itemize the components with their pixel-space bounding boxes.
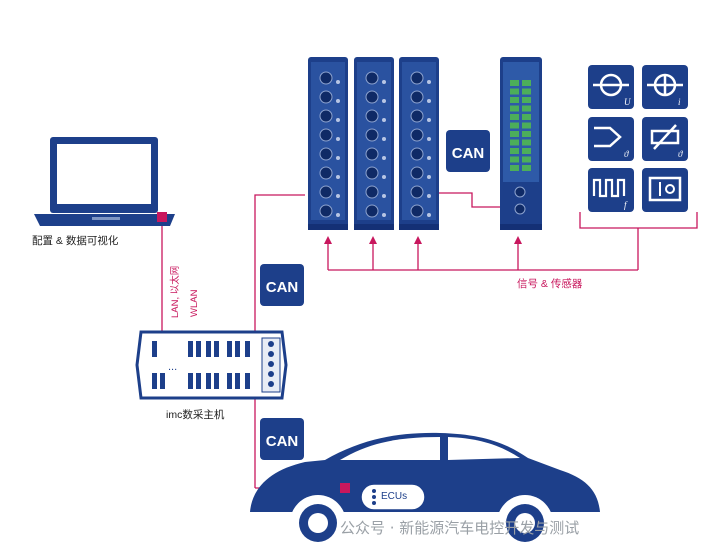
can-icon: CAN [446, 130, 490, 172]
ecu-badge [360, 483, 426, 511]
thermocouple-sensor-icon: ϑ [588, 117, 634, 161]
wlan-label: WLAN [189, 289, 200, 317]
imc-host: ... [135, 330, 288, 400]
svg-text:...: ... [168, 361, 177, 373]
lan-label: LAN, 以太网 [170, 265, 181, 318]
module-terminal-link [413, 192, 518, 208]
svg-text:CAN: CAN [266, 279, 299, 296]
car [250, 432, 600, 551]
car-port-icon [340, 483, 350, 493]
measurement-module [308, 57, 348, 230]
terminal-module [500, 57, 542, 230]
sensor-bracket [579, 212, 698, 229]
digital-io-sensor-icon [642, 168, 688, 212]
ecus-label: ECUs [381, 491, 408, 502]
signals-label: 信号 & 传感器 [517, 278, 583, 290]
rtd-sensor-icon: ϑ [642, 117, 688, 161]
svg-text:CAN: CAN [266, 433, 299, 450]
svg-text:U: U [624, 97, 631, 107]
current-sensor-icon: i [642, 65, 688, 109]
laptop [34, 137, 175, 226]
watermark: 公众号 · 新能源汽车电控开发与测试 [340, 519, 580, 537]
arrow-heads [324, 236, 522, 244]
can-icon: CAN [260, 418, 304, 460]
svg-text:ϑ: ϑ [624, 149, 629, 159]
measurement-module [399, 57, 439, 230]
laptop-label: 配置 & 数据可视化 [32, 235, 119, 247]
can-icons: CAN CAN CAN [260, 130, 490, 460]
can-icon: CAN [260, 264, 304, 306]
voltage-sensor-icon: U [588, 65, 634, 109]
measurement-module [354, 57, 394, 230]
laptop-port-icon [157, 212, 167, 222]
frequency-sensor-icon: f [588, 168, 634, 212]
svg-text:i: i [678, 97, 681, 107]
measurement-modules [308, 57, 439, 230]
host-label: imc数采主机 [166, 409, 225, 421]
svg-text:ϑ: ϑ [678, 149, 683, 159]
svg-text:f: f [624, 200, 628, 210]
svg-text:CAN: CAN [452, 145, 485, 162]
